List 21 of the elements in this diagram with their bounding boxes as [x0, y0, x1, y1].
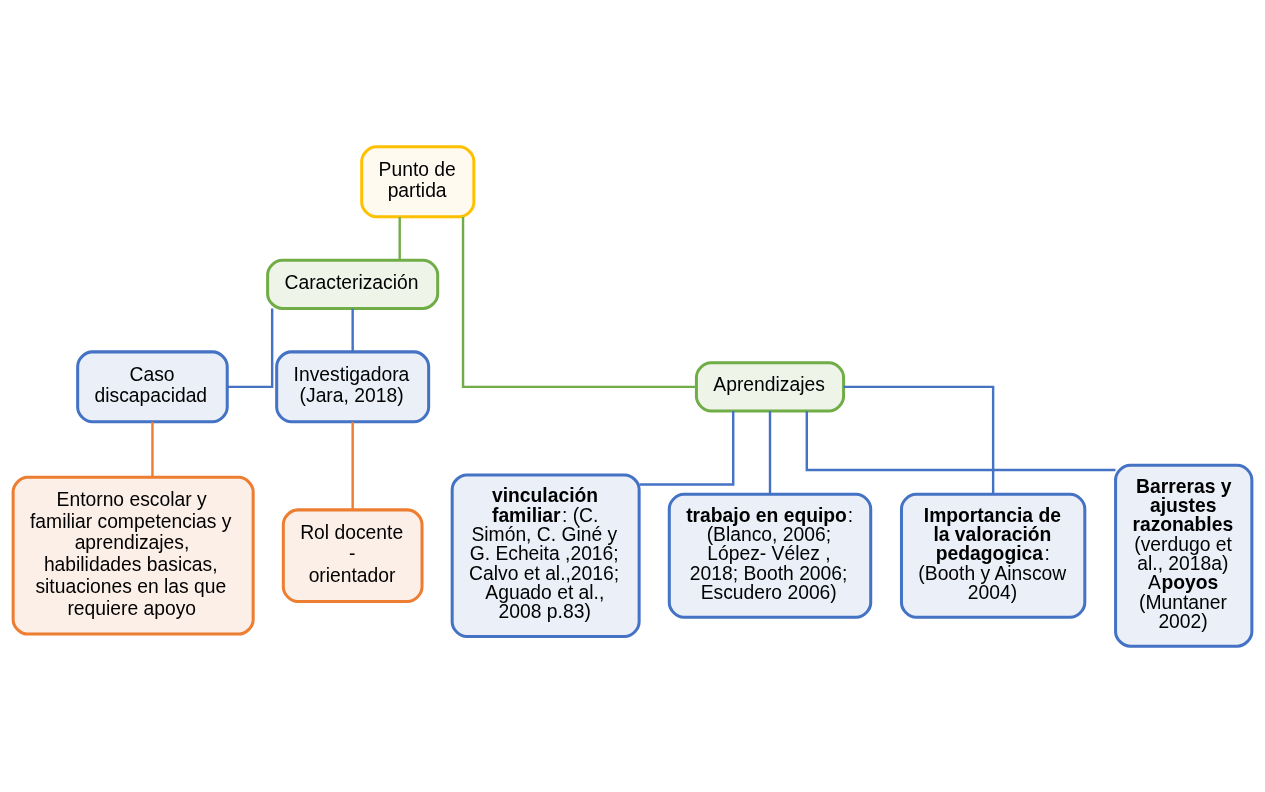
node-box: Entorno escolar y familiar competencias y aprendizajes, habilidades basicas, situaciones en las que requiere apoyo [11, 475, 255, 636]
node-box: Rol docente - orientador [281, 507, 424, 603]
connector [151, 421, 154, 477]
connector [351, 421, 354, 510]
connector [398, 216, 401, 260]
connector [843, 385, 995, 494]
node-box: Caracterización [266, 258, 440, 310]
node-box: Barreras y ajustes razonables (verdugo et al., 2018a) Apoyos (Muntaner 2002) [1114, 463, 1254, 648]
connector [805, 410, 1116, 471]
connector [639, 410, 735, 486]
connector [461, 216, 697, 388]
connector [351, 308, 354, 352]
node-box: trabajo en equipo: (Blanco, 2006; López- Vélez , 2018; Booth 2006; Escudero 2006) [667, 492, 873, 619]
node-box: Investigadora (Jara, 2018) [275, 349, 431, 423]
connector [227, 308, 274, 388]
node-box: Caso discapacidad [76, 349, 229, 423]
connector [768, 410, 772, 494]
node-box: Punto de partida [360, 144, 476, 218]
node-box: Importancia de la valoración pedagogica: (Booth y Ainscow 2004) [899, 492, 1087, 619]
node-box: vinculación familiar: (C. Simón, C. Giné y G. Echeita ,2016; Calvo et al.,2016; Aguado et al., 2008 p.83) [450, 472, 641, 638]
node-box: Aprendizajes [694, 360, 846, 412]
